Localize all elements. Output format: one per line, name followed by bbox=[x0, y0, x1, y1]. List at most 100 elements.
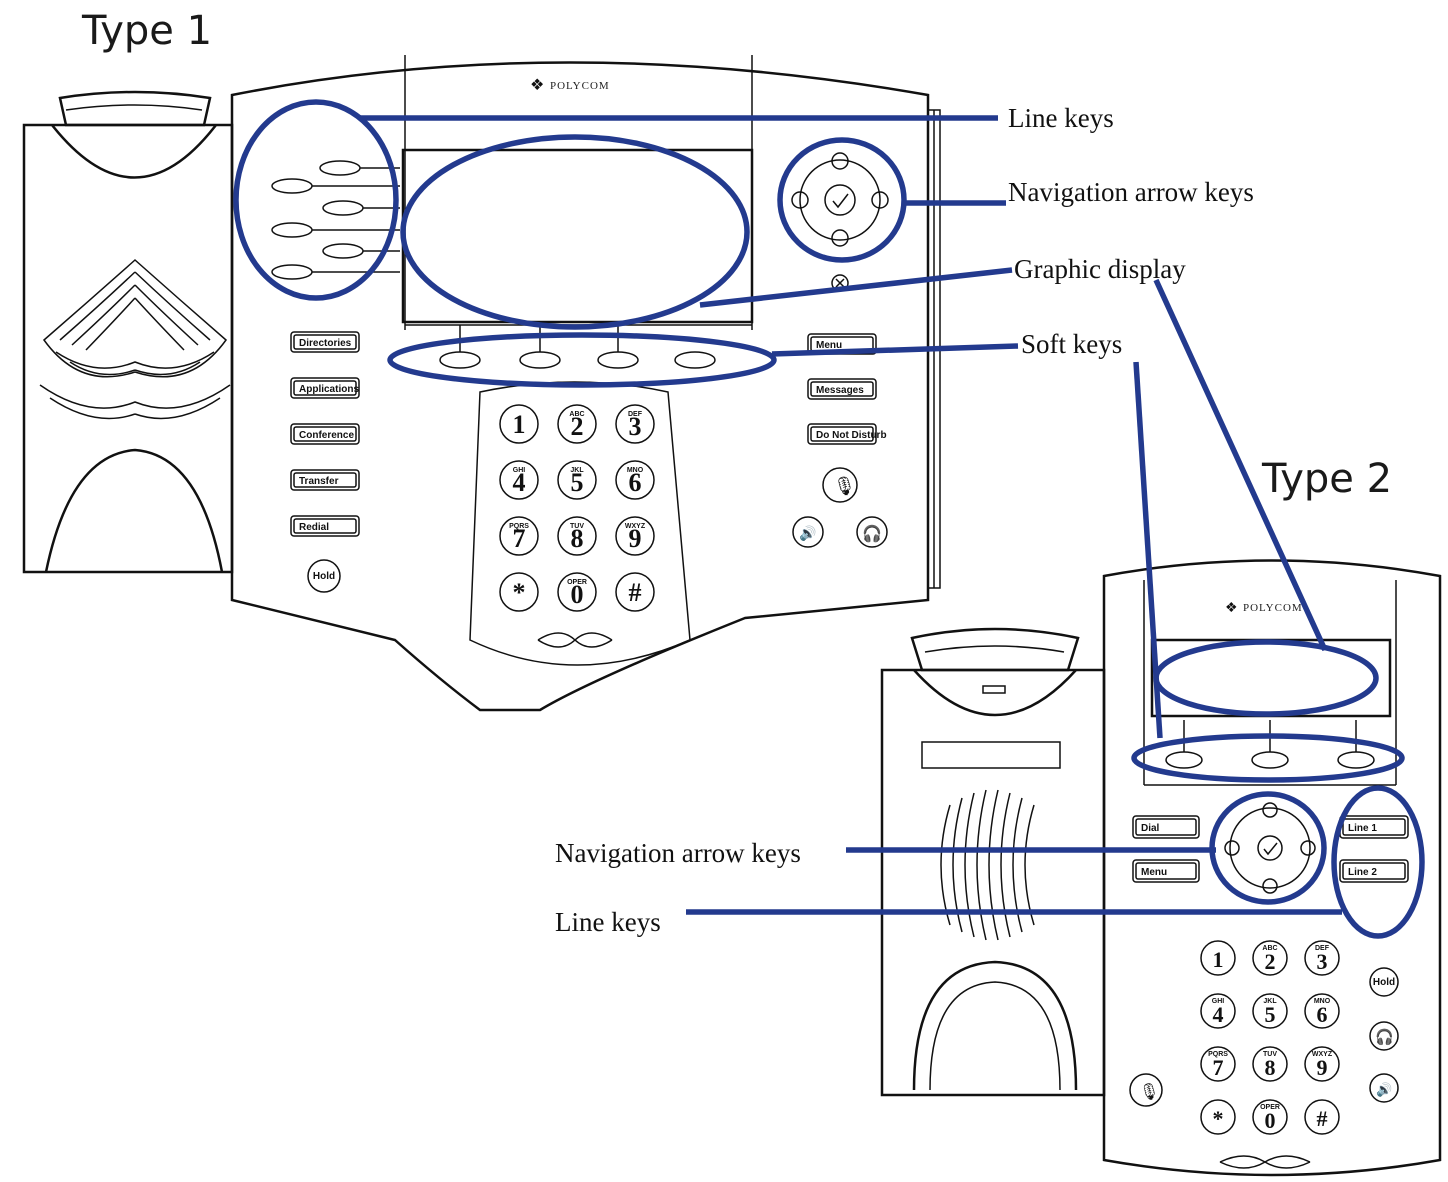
type2-logo: ❖ POLYCOM bbox=[1225, 601, 1303, 616]
type1-soft-key-3[interactable] bbox=[598, 352, 638, 368]
type1-hold-button[interactable]: Hold bbox=[308, 560, 340, 592]
type2-speaker-grille bbox=[941, 790, 1034, 940]
type2-right-arrow-icon[interactable] bbox=[1301, 841, 1315, 855]
type1-nav-cluster bbox=[792, 153, 888, 291]
type1-line-key-4[interactable] bbox=[272, 223, 312, 237]
type1-key-pound[interactable]: # bbox=[616, 573, 654, 611]
type1-headset-button[interactable]: 🎧 bbox=[857, 517, 887, 547]
type2-title: Type 2 bbox=[1261, 456, 1392, 502]
type1-messages-button[interactable]: Messages bbox=[808, 379, 876, 399]
type1-volume-key[interactable] bbox=[538, 633, 612, 647]
svg-text:❖: ❖ bbox=[1225, 601, 1238, 616]
type1-transfer-button[interactable]: Transfer bbox=[291, 470, 359, 490]
speaker-icon: 🔊 bbox=[1376, 1081, 1392, 1098]
svg-text:MNO: MNO bbox=[1314, 998, 1331, 1005]
svg-text:GHI: GHI bbox=[1212, 998, 1225, 1005]
type1-line-key-6[interactable] bbox=[272, 265, 312, 279]
type2-hold-button[interactable]: Hold bbox=[1370, 968, 1398, 996]
type2-key-pound[interactable]: # bbox=[1305, 1100, 1339, 1134]
type1-soft-keys bbox=[405, 325, 752, 368]
type1-speaker-button[interactable]: 🔊 bbox=[793, 517, 823, 547]
type2-soft-key-1[interactable] bbox=[1166, 752, 1202, 768]
type1-conference-button[interactable]: Conference bbox=[291, 424, 359, 444]
headset-icon: 🎧 bbox=[1375, 1028, 1394, 1046]
svg-text:MNO: MNO bbox=[627, 467, 644, 474]
type2-headset-button[interactable]: 🎧 bbox=[1370, 1022, 1398, 1050]
svg-text:Transfer: Transfer bbox=[299, 476, 339, 487]
type1-soft-key-4[interactable] bbox=[675, 352, 715, 368]
type2-soft-key-3[interactable] bbox=[1338, 752, 1374, 768]
type1-line-key-5[interactable] bbox=[323, 244, 363, 258]
type1-redial-button[interactable]: Redial bbox=[291, 516, 359, 536]
type1-key-star[interactable]: * bbox=[500, 573, 538, 611]
type1-line-key-3[interactable] bbox=[323, 201, 363, 215]
type2-dial-button[interactable]: Dial bbox=[1133, 816, 1199, 838]
type2-key-star[interactable]: * bbox=[1201, 1100, 1235, 1134]
callout-line-keys-type2-label: Line keys bbox=[555, 907, 661, 937]
type1-key-1[interactable]: 1 bbox=[500, 405, 538, 443]
type1-select-key[interactable] bbox=[825, 185, 855, 215]
svg-text:JKL: JKL bbox=[570, 467, 584, 474]
svg-text:PQRS: PQRS bbox=[1208, 1051, 1228, 1058]
type1-directories-button[interactable]: Directories bbox=[291, 332, 359, 352]
svg-text:Messages: Messages bbox=[816, 385, 864, 396]
type2-line-buttons: Line 1 Line 2 bbox=[1340, 816, 1408, 882]
type2-up-arrow-icon[interactable] bbox=[1263, 803, 1277, 817]
type2-down-arrow-icon[interactable] bbox=[1263, 879, 1277, 893]
type2-line-1-button[interactable]: Line 1 bbox=[1340, 816, 1408, 838]
svg-text:ABC: ABC bbox=[569, 411, 584, 418]
svg-text:Applications: Applications bbox=[299, 384, 359, 395]
leader-soft-keys bbox=[772, 346, 1018, 354]
svg-text:DEF: DEF bbox=[1315, 945, 1330, 952]
type1-line-key-2[interactable] bbox=[272, 179, 312, 193]
type2-keypad: 1 2ABC 3DEF 4GHI 5JKL 6MNO 7PQRS 8TUV 9WXYZ * 0OPE… bbox=[1201, 941, 1339, 1134]
type1-line-key-1[interactable] bbox=[320, 161, 360, 175]
svg-text:3: 3 bbox=[1317, 949, 1328, 974]
type2-left-arrow-icon[interactable] bbox=[1225, 841, 1239, 855]
type2-select-key[interactable] bbox=[1258, 836, 1282, 860]
microphone-mute-icon: 🎙 bbox=[1139, 1083, 1159, 1101]
svg-text:DEF: DEF bbox=[628, 411, 643, 418]
svg-text:❖: ❖ bbox=[530, 77, 544, 94]
type2-speaker-button[interactable]: 🔊 bbox=[1370, 1074, 1398, 1102]
type2-soft-key-2[interactable] bbox=[1252, 752, 1288, 768]
svg-text:OPER: OPER bbox=[1260, 1104, 1280, 1111]
type1-down-arrow-icon[interactable] bbox=[832, 230, 848, 246]
type1-do-not-disturb-button[interactable]: Do Not Disturb bbox=[808, 424, 887, 444]
type1-mute-button[interactable]: 🎙 bbox=[823, 468, 857, 502]
type1-soft-key-2[interactable] bbox=[520, 352, 560, 368]
svg-text:TUV: TUV bbox=[570, 523, 584, 530]
type1-applications-button[interactable]: Applications bbox=[291, 378, 359, 398]
svg-text:1: 1 bbox=[513, 410, 526, 439]
type2-line-2-button[interactable]: Line 2 bbox=[1340, 860, 1408, 882]
svg-text:#: # bbox=[1317, 1106, 1328, 1131]
type2-menu-button[interactable]: Menu bbox=[1133, 860, 1199, 882]
type2-mute-button[interactable]: 🎙 bbox=[1130, 1074, 1162, 1106]
svg-text:0: 0 bbox=[1265, 1108, 1276, 1133]
svg-text:6: 6 bbox=[1317, 1002, 1328, 1027]
type1-soft-key-1[interactable] bbox=[440, 352, 480, 368]
type1-nav-highlight bbox=[780, 140, 904, 260]
svg-text:OPER: OPER bbox=[567, 579, 587, 586]
type2-volume-key[interactable] bbox=[1220, 1156, 1310, 1168]
type2-key-1[interactable]: 1 bbox=[1201, 941, 1235, 975]
type2-line-keys-highlight bbox=[1334, 788, 1422, 936]
